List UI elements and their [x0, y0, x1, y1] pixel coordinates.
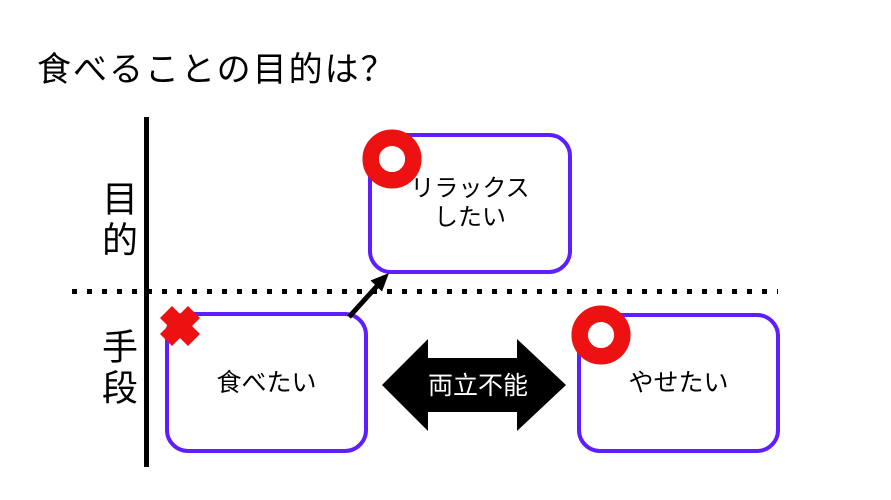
cross-mark-icon — [159, 305, 201, 347]
relax-box-label: リラックス したい — [410, 174, 530, 231]
axis-divider-dotted-line — [72, 289, 778, 294]
circle-mark-icon — [571, 305, 631, 365]
means-to-purpose-arrow-icon — [347, 273, 389, 319]
eat-box: 食べたい — [165, 312, 368, 453]
eat-box-label: 食べたい — [216, 368, 317, 397]
cross-mark-stroke — [159, 305, 201, 347]
means-to-purpose-arrow-head — [370, 273, 389, 292]
means-to-purpose-arrow-shaft — [347, 283, 380, 319]
relation-label: 両立不能 — [427, 372, 528, 400]
incompatible-double-arrow-icon — [382, 339, 566, 431]
diet-box-label: やせたい — [628, 369, 729, 397]
circle-mark-icon — [362, 129, 422, 189]
axis-label-means: 手段 — [97, 328, 138, 410]
axis-label-purpose: 目的 — [97, 180, 138, 262]
page-title: 食べることの目的は？ — [37, 51, 397, 89]
